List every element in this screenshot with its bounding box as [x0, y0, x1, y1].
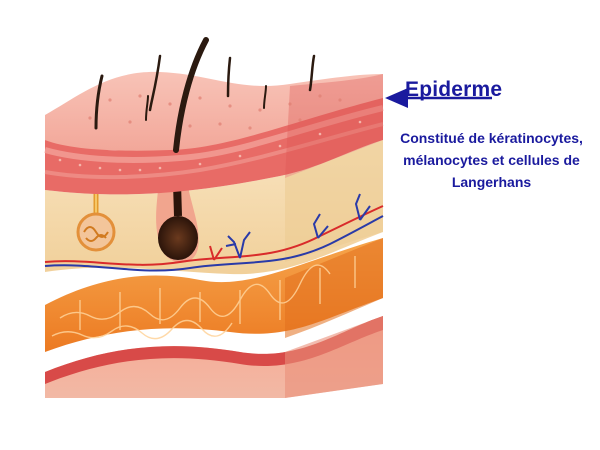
bottom-tissue-layer	[45, 316, 383, 398]
epiderme-description: Constitué de kératinocytes, mélanocytes …	[384, 127, 599, 193]
blood-vessels	[44, 193, 384, 272]
hairs	[94, 37, 316, 153]
epiderme-label: Epiderme	[405, 78, 503, 101]
hair-follicle	[156, 149, 199, 263]
fat-layer	[45, 238, 383, 352]
description-line-3: Langerhans	[451, 174, 532, 190]
description-line-1: Constitué de kératinocytes,	[400, 130, 583, 146]
description-line-2: mélanocytes et cellules de	[403, 152, 580, 168]
dermis-layer	[44, 140, 384, 275]
epidermis-layer	[44, 71, 384, 195]
epiderme-pointer-arrow	[385, 88, 492, 108]
